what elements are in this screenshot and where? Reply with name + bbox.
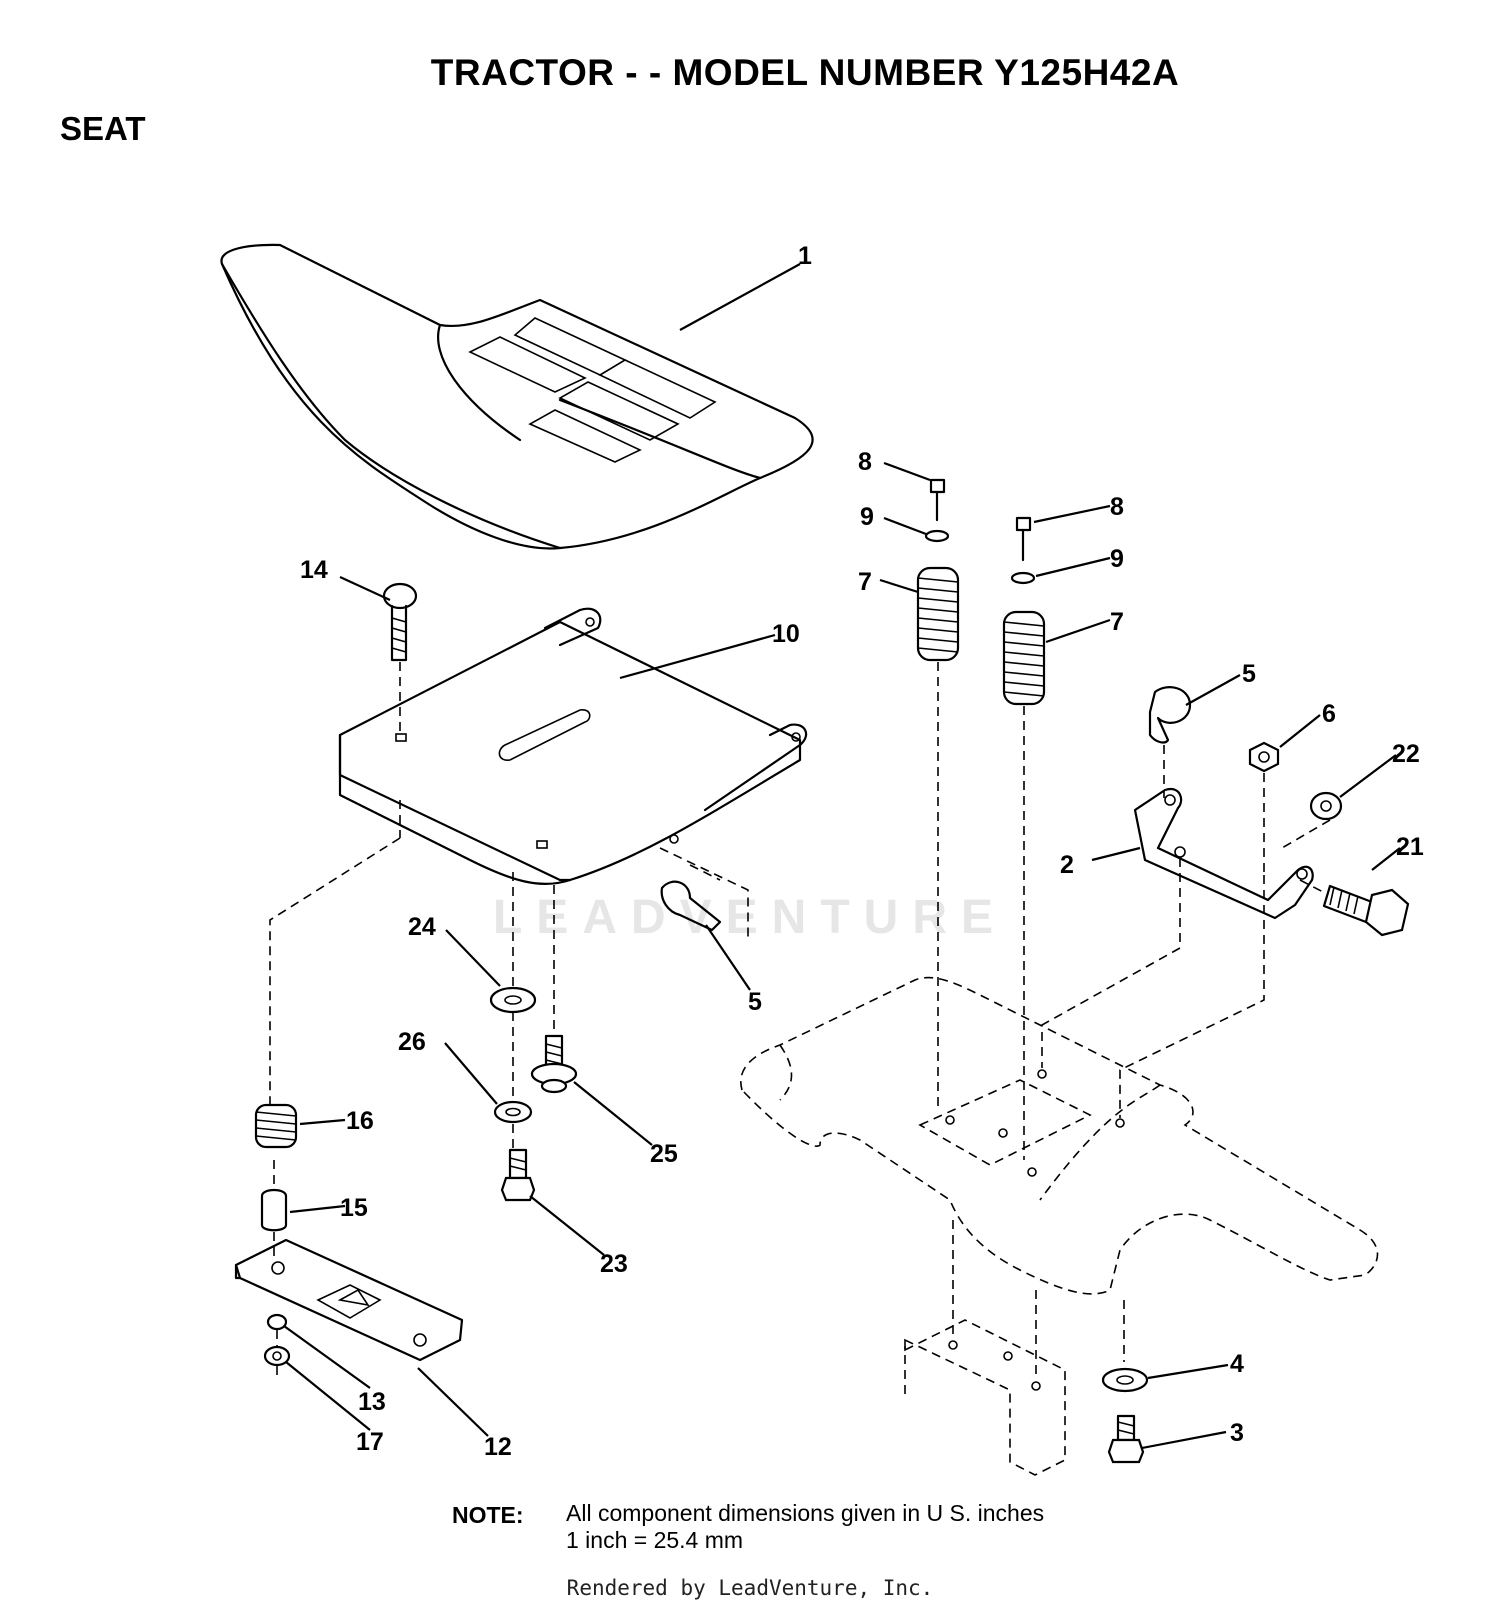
hex-bolt-23-part[interactable]: [500, 1148, 536, 1202]
hex-nut-part[interactable]: [1248, 741, 1280, 875]
spacer-15-part[interactable]: [260, 1160, 288, 1232]
callout-7-left[interactable]: 7: [858, 568, 872, 596]
callout-9-left[interactable]: 9: [860, 503, 874, 531]
callout-24[interactable]: 24: [408, 913, 436, 941]
callout-4[interactable]: 4: [1230, 1350, 1244, 1378]
callout-12[interactable]: 12: [484, 1433, 512, 1461]
washer-24-part[interactable]: [489, 986, 537, 1014]
callout-5-upper[interactable]: 5: [1242, 660, 1256, 688]
hex-bolt-3-part[interactable]: [1107, 1414, 1145, 1464]
spring-16-part[interactable]: [254, 1103, 298, 1149]
bracket-part[interactable]: [1133, 787, 1314, 948]
washer-26-part[interactable]: [493, 1100, 533, 1124]
spring-right-part[interactable]: [1002, 516, 1046, 1160]
section-heading: SEAT: [60, 110, 146, 147]
callout-8-left[interactable]: 8: [858, 448, 872, 476]
note-text-conversion: 1 inch = 25.4 mm: [566, 1527, 744, 1553]
callout-14[interactable]: 14: [300, 556, 328, 584]
callout-23[interactable]: 23: [600, 1250, 628, 1278]
callout-7-right[interactable]: 7: [1110, 608, 1124, 636]
note-text-units: All component dimensions given in U S. i…: [566, 1500, 1045, 1526]
callout-9-right[interactable]: 9: [1110, 545, 1124, 573]
callout-10[interactable]: 10: [772, 620, 800, 648]
callout-2[interactable]: 2: [1060, 851, 1074, 879]
callout-13[interactable]: 13: [358, 1388, 386, 1416]
shoulder-bolt-part[interactable]: [1299, 879, 1410, 937]
callout-26[interactable]: 26: [398, 1028, 426, 1056]
callout-22[interactable]: 22: [1392, 740, 1420, 768]
note-label: NOTE:: [452, 1502, 524, 1528]
leader-lines: [283, 263, 1401, 1450]
callout-15[interactable]: 15: [340, 1194, 368, 1222]
spring-left-part[interactable]: [916, 478, 960, 1108]
nut-17-part[interactable]: [263, 1330, 291, 1380]
callout-labels: 1 2 3 4 5 5 6 7 7 8 8 9 9 10 12 13 14 15…: [300, 242, 1424, 1461]
callout-17[interactable]: 17: [356, 1428, 384, 1456]
watermark: LEADVENTURE: [492, 891, 1008, 944]
callout-16[interactable]: 16: [346, 1107, 374, 1135]
callout-3[interactable]: 3: [1230, 1419, 1244, 1447]
washer-4-part[interactable]: [1101, 1367, 1149, 1393]
callout-6[interactable]: 6: [1322, 700, 1336, 728]
page-title: TRACTOR - - MODEL NUMBER Y125H42A: [430, 52, 1180, 93]
tractor-frame-reference: [740, 819, 1379, 1476]
nut-13-part[interactable]: [266, 1313, 288, 1331]
clip-upper-part[interactable]: [1148, 686, 1192, 798]
lock-nut-part[interactable]: [1309, 791, 1343, 821]
seat-part[interactable]: [220, 243, 814, 550]
render-credit: Rendered by LeadVenture, Inc.: [566, 1576, 934, 1600]
callout-8-right[interactable]: 8: [1110, 493, 1124, 521]
shoulder-bolt-25-part[interactable]: [530, 1034, 578, 1094]
carriage-bolt-part[interactable]: [382, 582, 418, 734]
callout-1[interactable]: 1: [798, 242, 812, 270]
seat-pan-part[interactable]: [338, 607, 808, 886]
callout-21[interactable]: 21: [1396, 833, 1424, 861]
clip-lower-part[interactable]: [660, 880, 722, 932]
callout-5-lower[interactable]: 5: [748, 988, 762, 1016]
callout-25[interactable]: 25: [650, 1140, 678, 1168]
adjustment-plate-part[interactable]: [234, 1232, 464, 1362]
